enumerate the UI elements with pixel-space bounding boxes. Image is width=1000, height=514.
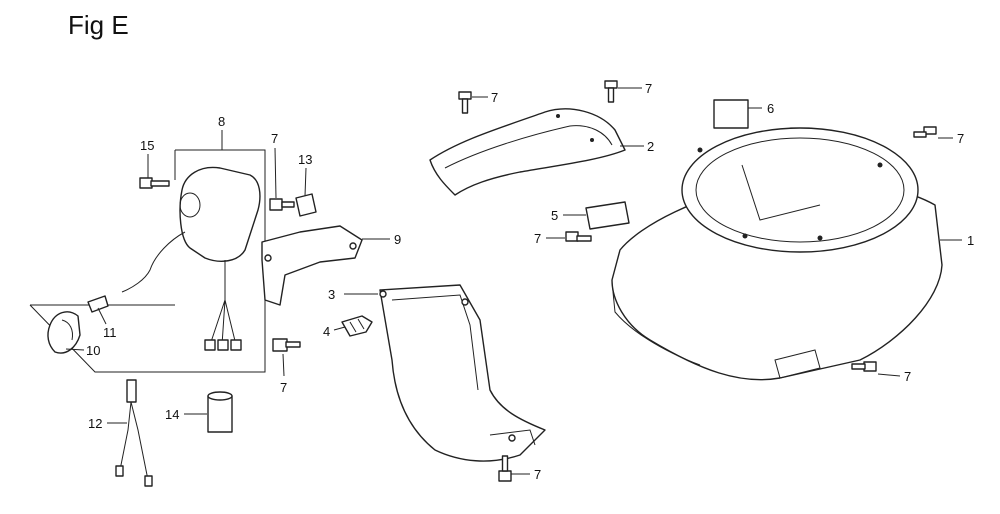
coil-bolt bbox=[139, 177, 170, 189]
callout-13: 13 bbox=[298, 152, 312, 167]
label-plate-6 bbox=[713, 99, 749, 129]
label-plate-5 bbox=[585, 201, 630, 230]
callout-7-housing-left: 7 bbox=[534, 231, 541, 246]
callout-7-top-right: 7 bbox=[957, 131, 964, 146]
callout-4: 4 bbox=[323, 324, 330, 339]
callout-8: 8 bbox=[218, 114, 225, 129]
callout-15: 15 bbox=[140, 138, 154, 153]
callout-7-top-left: 7 bbox=[491, 90, 498, 105]
small-plate bbox=[295, 193, 317, 217]
terminal bbox=[87, 295, 109, 313]
callout-3: 3 bbox=[328, 287, 335, 302]
callout-1: 1 bbox=[967, 233, 974, 248]
top-cover-plate bbox=[429, 108, 626, 196]
callout-9: 9 bbox=[394, 232, 401, 247]
bolts bbox=[269, 80, 937, 482]
callout-12: 12 bbox=[88, 416, 102, 431]
wire-harness bbox=[115, 379, 153, 487]
callout-5: 5 bbox=[551, 208, 558, 223]
coil-bracket bbox=[261, 225, 363, 306]
spark-plug-boot bbox=[47, 311, 81, 354]
figure-title: Fig E bbox=[68, 10, 129, 40]
blower-housing bbox=[611, 127, 943, 381]
sleeve bbox=[207, 391, 233, 433]
callout-2: 2 bbox=[647, 139, 654, 154]
callout-11: 11 bbox=[103, 325, 117, 340]
callout-7-bracket-bottom: 7 bbox=[280, 380, 287, 395]
callout-10: 10 bbox=[86, 343, 100, 358]
callout-labels: 1 2 3 4 5 6 7 7 7 7 7 7 7 7 8 9 10 11 12… bbox=[86, 81, 974, 482]
callout-7-coil-top: 7 bbox=[271, 131, 278, 146]
leader-lines bbox=[65, 87, 962, 475]
callout-7-housing-bottom: 7 bbox=[904, 369, 911, 384]
callout-7-top-center: 7 bbox=[645, 81, 652, 96]
callout-6: 6 bbox=[767, 101, 774, 116]
callout-14: 14 bbox=[165, 407, 179, 422]
callout-7-guide-bottom: 7 bbox=[534, 467, 541, 482]
lower-guide-plate bbox=[379, 284, 546, 462]
clip bbox=[341, 315, 373, 337]
